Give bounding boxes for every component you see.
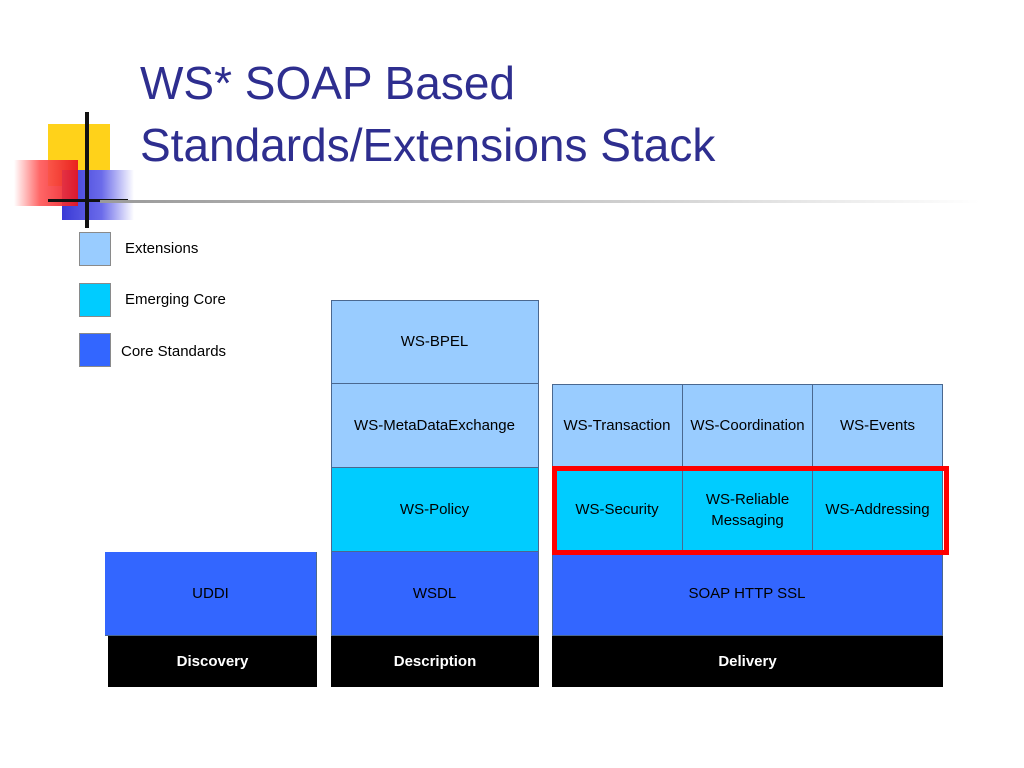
pillar-description: Description — [331, 636, 539, 687]
emerging-core-highlight-box — [552, 466, 949, 555]
block-ws-security: WS-Security — [552, 468, 683, 552]
pillar-delivery: Delivery — [552, 636, 943, 687]
legend-swatch-core-standards — [79, 333, 111, 367]
legend-label-extensions: Extensions — [125, 240, 199, 257]
legend-label-core-standards: Core Standards — [121, 343, 227, 360]
block-uddi: UDDI — [105, 552, 317, 636]
legend-label-emerging-core: Emerging Core — [125, 291, 226, 308]
title-line-1: WS* SOAP Based — [140, 57, 515, 109]
title-underline-rule — [100, 200, 980, 203]
block-ws-metadataexchange: WS-MetaDataExchange — [331, 384, 539, 468]
block-wsdl: WSDL — [331, 552, 539, 636]
logo-horizontal-line — [48, 199, 128, 202]
block-ws-events: WS-Events — [813, 384, 943, 468]
slide-logo-decoration — [0, 0, 140, 240]
block-ws-bpel: WS-BPEL — [331, 300, 539, 384]
legend-swatch-extensions — [79, 232, 111, 266]
slide-title: WS* SOAP Based Standards/Extensions Stac… — [140, 52, 1000, 176]
block-ws-policy: WS-Policy — [331, 468, 539, 552]
logo-vertical-line — [85, 112, 89, 228]
block-ws-transaction: WS-Transaction — [552, 384, 683, 468]
legend-swatch-emerging-core — [79, 283, 111, 317]
block-soap-http-ssl: SOAP HTTP SSL — [552, 552, 943, 636]
logo-red-square — [14, 160, 78, 206]
pillar-discovery: Discovery — [108, 636, 317, 687]
block-ws-coordination: WS-Coordination — [683, 384, 813, 468]
title-line-2: Standards/Extensions Stack — [140, 119, 716, 171]
block-ws-reliable-messaging: WS-Reliable Messaging — [683, 468, 813, 552]
